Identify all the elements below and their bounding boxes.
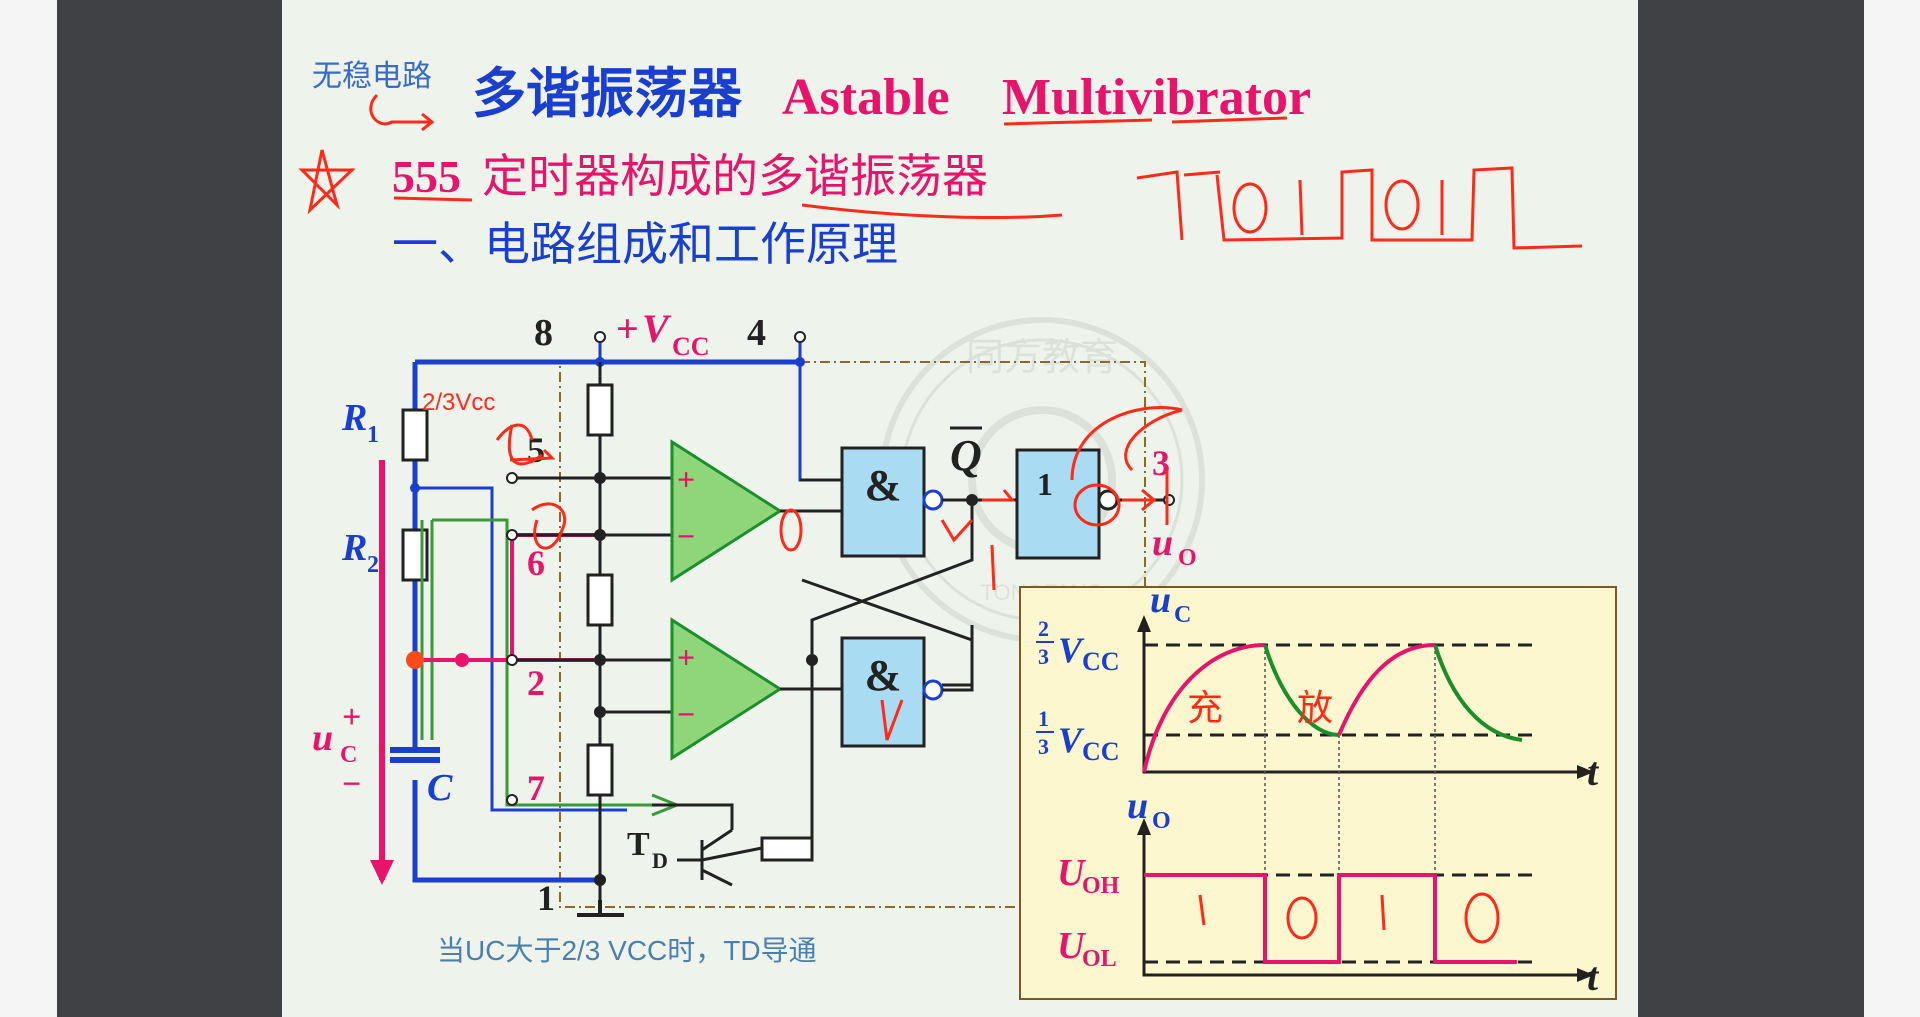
label-r1: R — [341, 397, 367, 439]
vcc-v: V — [642, 306, 672, 351]
circuit-handwriting — [495, 423, 1016, 741]
waveform-panel: u C u O 2 3 V CC 1 3 V CC U OH U OL t t … — [1019, 579, 1617, 1000]
pin-7-label: 7 — [527, 768, 545, 808]
wf-lower-sub: CC — [1082, 737, 1120, 766]
uo-label: u — [1152, 522, 1173, 564]
title-cn: 多谐振荡器 — [472, 64, 743, 124]
watermark-text: 同方教育 — [966, 337, 1118, 379]
right-page-margin — [1864, 0, 1920, 1017]
wf-lower-num: 1 — [1038, 706, 1049, 731]
pin-4-label: 4 — [747, 312, 766, 354]
uc-charge-1 — [1142, 643, 1266, 773]
nand-lower-symbol: & — [865, 651, 902, 700]
label-uc-minus: − — [342, 766, 361, 803]
wf-uol-sub: OL — [1082, 946, 1117, 972]
label-uc-plus: + — [342, 699, 361, 736]
left-page-margin — [0, 0, 57, 1017]
slide-canvas: 同方教育 TONGFANG 无稳电路 多谐振荡器 Astable Multivi… — [282, 0, 1638, 1017]
comparator-upper — [670, 439, 783, 583]
comp2-plus: + — [677, 639, 695, 675]
uc-discharge-2 — [1433, 644, 1523, 742]
base-resistor — [760, 836, 814, 862]
q-bar-label: Q — [950, 431, 982, 480]
section-heading: 一、电路组成和工作原理 — [392, 219, 898, 270]
wf-uc-sub: C — [1174, 602, 1191, 628]
viewer-right-frame — [1638, 0, 1864, 1017]
bottom-note: 当UC大于2/3 VCC时，TD导通 — [437, 935, 817, 966]
label-r1-sub: 1 — [367, 422, 379, 448]
title-en-multivibrator: Multivibrator — [1002, 69, 1311, 126]
nand-gate-lower — [840, 636, 926, 748]
title-underline — [1003, 116, 1288, 126]
pin-6-label: 6 — [527, 543, 545, 583]
wf-uol: U — [1057, 925, 1087, 967]
handwritten-0-to-1 — [1070, 406, 1183, 527]
subtitle-555: 555 — [392, 151, 461, 202]
wf-upper-sub: CC — [1082, 647, 1120, 676]
wf-lower-v: V — [1058, 720, 1085, 760]
wf-uoh: U — [1057, 852, 1087, 894]
transistor-td — [652, 803, 734, 887]
pin-8-label: 8 — [534, 312, 553, 354]
chip-boundary — [559, 361, 1146, 908]
comp1-plus: + — [677, 461, 695, 497]
label-uc-sub: C — [340, 742, 357, 768]
wf-uo-sub: O — [1152, 808, 1171, 834]
title-en-astable: Astable — [782, 69, 950, 126]
subtitle-cn: 定时器构成的多谐振荡器 — [482, 151, 988, 202]
viewer-left-frame — [57, 0, 282, 1017]
divider-resistor-3 — [586, 743, 614, 797]
handwritten-arrow — [369, 93, 435, 132]
wf-lower-den: 3 — [1038, 734, 1049, 759]
label-r2: R — [341, 527, 367, 569]
comp1-minus: − — [677, 518, 695, 554]
star-mark — [298, 149, 356, 215]
resistor-r1 — [401, 408, 429, 462]
wf-uo-label: u — [1127, 785, 1148, 827]
pin-1-label: 1 — [537, 878, 555, 918]
nand-upper-symbol: & — [865, 461, 902, 510]
wf-upper-den: 3 — [1038, 644, 1049, 669]
pin-2-label: 2 — [527, 663, 545, 703]
wf-uoh-sub: OH — [1082, 873, 1120, 899]
subtitle-underline — [393, 196, 1063, 220]
annotation-wuwen: 无稳电路 — [312, 60, 432, 93]
not-gate-symbol: 1 — [1037, 466, 1053, 502]
divider-resistor-1 — [586, 383, 614, 437]
wf-uc-label: u — [1150, 579, 1171, 621]
vcc-sub: CC — [672, 332, 710, 361]
divider-resistor-2 — [586, 573, 614, 627]
wf-t-upper: t — [1587, 749, 1600, 794]
wf-t-lower: t — [1587, 954, 1600, 999]
wf-upper-num: 2 — [1038, 616, 1049, 641]
hand-two-thirds: 2/3Vcc — [422, 389, 495, 416]
handwritten-uo-levels — [1198, 892, 1500, 944]
circuit-diagram: 8 + V CC 4 R 1 R 2 C u C + − — [312, 306, 1197, 918]
handwritten-top-wave — [1136, 166, 1583, 250]
wf-upper-v: V — [1058, 630, 1085, 670]
uo-label-sub: O — [1178, 545, 1197, 571]
label-c: C — [427, 767, 453, 809]
label-uc: u — [312, 717, 333, 759]
uc-charge-2 — [1337, 643, 1436, 736]
label-r2-sub: 2 — [367, 552, 379, 578]
uo-square-wave — [1144, 873, 1517, 964]
hand-discharge: 放 — [1297, 687, 1333, 728]
waveform-box — [1019, 586, 1617, 1000]
hand-charge: 充 — [1187, 687, 1223, 728]
capacitor-c — [390, 747, 440, 763]
td-label-sub: D — [652, 848, 668, 873]
comparator-lower — [670, 617, 783, 761]
vcc-plus: + — [616, 306, 639, 351]
not-gate — [1015, 448, 1101, 560]
td-label: T — [627, 826, 650, 863]
uc-discharge-1 — [1263, 644, 1340, 737]
comp2-minus: − — [677, 696, 695, 732]
